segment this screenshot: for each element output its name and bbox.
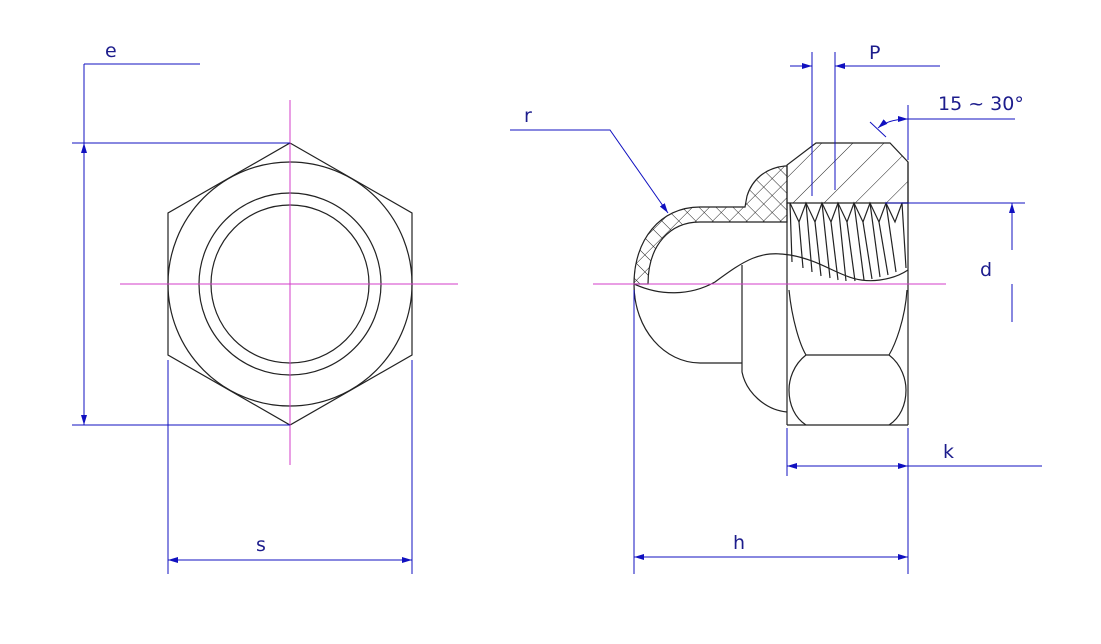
dimension-p: P	[790, 42, 940, 196]
label-angle: 15 ~ 30°	[938, 93, 1024, 115]
body-section-hatch	[786, 142, 909, 204]
label-p: P	[869, 42, 880, 64]
hex-faces	[788, 289, 908, 426]
side-section-view	[593, 142, 946, 426]
thread-teeth	[789, 201, 908, 224]
dimension-k: k	[786, 428, 1042, 574]
dimension-e: e	[72, 40, 290, 426]
label-k: k	[943, 441, 954, 463]
label-h: h	[733, 532, 745, 554]
cap-collar	[741, 265, 788, 413]
front-view	[120, 100, 458, 465]
dimension-angle: 15 ~ 30°	[869, 93, 1024, 160]
label-s: s	[256, 534, 266, 556]
label-r: r	[524, 105, 532, 127]
dimension-r: r	[510, 105, 669, 214]
dimension-d: d	[885, 202, 1025, 322]
dimension-s: s	[167, 360, 413, 574]
thread-lines	[789, 202, 907, 282]
dimension-h: h	[633, 290, 908, 574]
label-d: d	[980, 259, 992, 281]
cap-section-hatch	[633, 165, 788, 285]
hex-body-lower	[786, 162, 909, 426]
dome-lower	[633, 283, 742, 364]
label-e: e	[105, 40, 117, 62]
break-line	[633, 253, 909, 294]
